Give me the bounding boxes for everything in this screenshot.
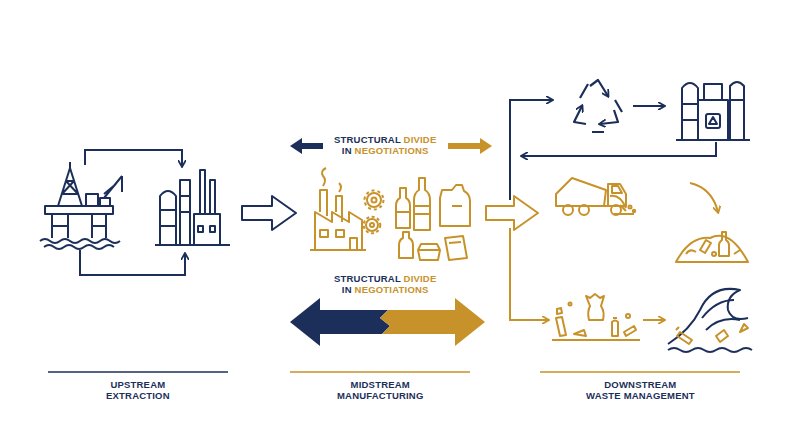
recycling-plant-icon — [676, 82, 750, 140]
factory-icon — [310, 168, 384, 250]
divide-label: STRUCTURAL DIVIDE IN NEGOTIATIONS — [334, 273, 436, 295]
stage-label: MIDSTREAM MANUFACTURING — [337, 379, 424, 401]
upstream-loop — [80, 150, 185, 275]
stage-lines — [48, 371, 740, 373]
flow-arrow — [486, 196, 538, 230]
divide-arrow-large — [290, 298, 485, 346]
recycling-branch — [510, 100, 716, 200]
stage-label: UPSTREAM EXTRACTION — [106, 379, 170, 401]
oil-rig-icon — [40, 162, 122, 249]
refinery-icon — [155, 170, 230, 245]
plastic-products-icon — [396, 178, 470, 260]
landfill-icon — [676, 232, 748, 262]
stage-label: DOWNSTREAM WASTE MANAGEMENT — [586, 379, 695, 401]
flow-arrow — [242, 196, 296, 230]
litter-icon — [552, 294, 640, 340]
dump-truck-icon — [556, 178, 635, 215]
divide-label: STRUCTURAL DIVIDE IN NEGOTIATIONS — [334, 134, 436, 156]
ocean-plastic-icon — [668, 289, 752, 352]
recycle-symbol — [574, 80, 622, 132]
